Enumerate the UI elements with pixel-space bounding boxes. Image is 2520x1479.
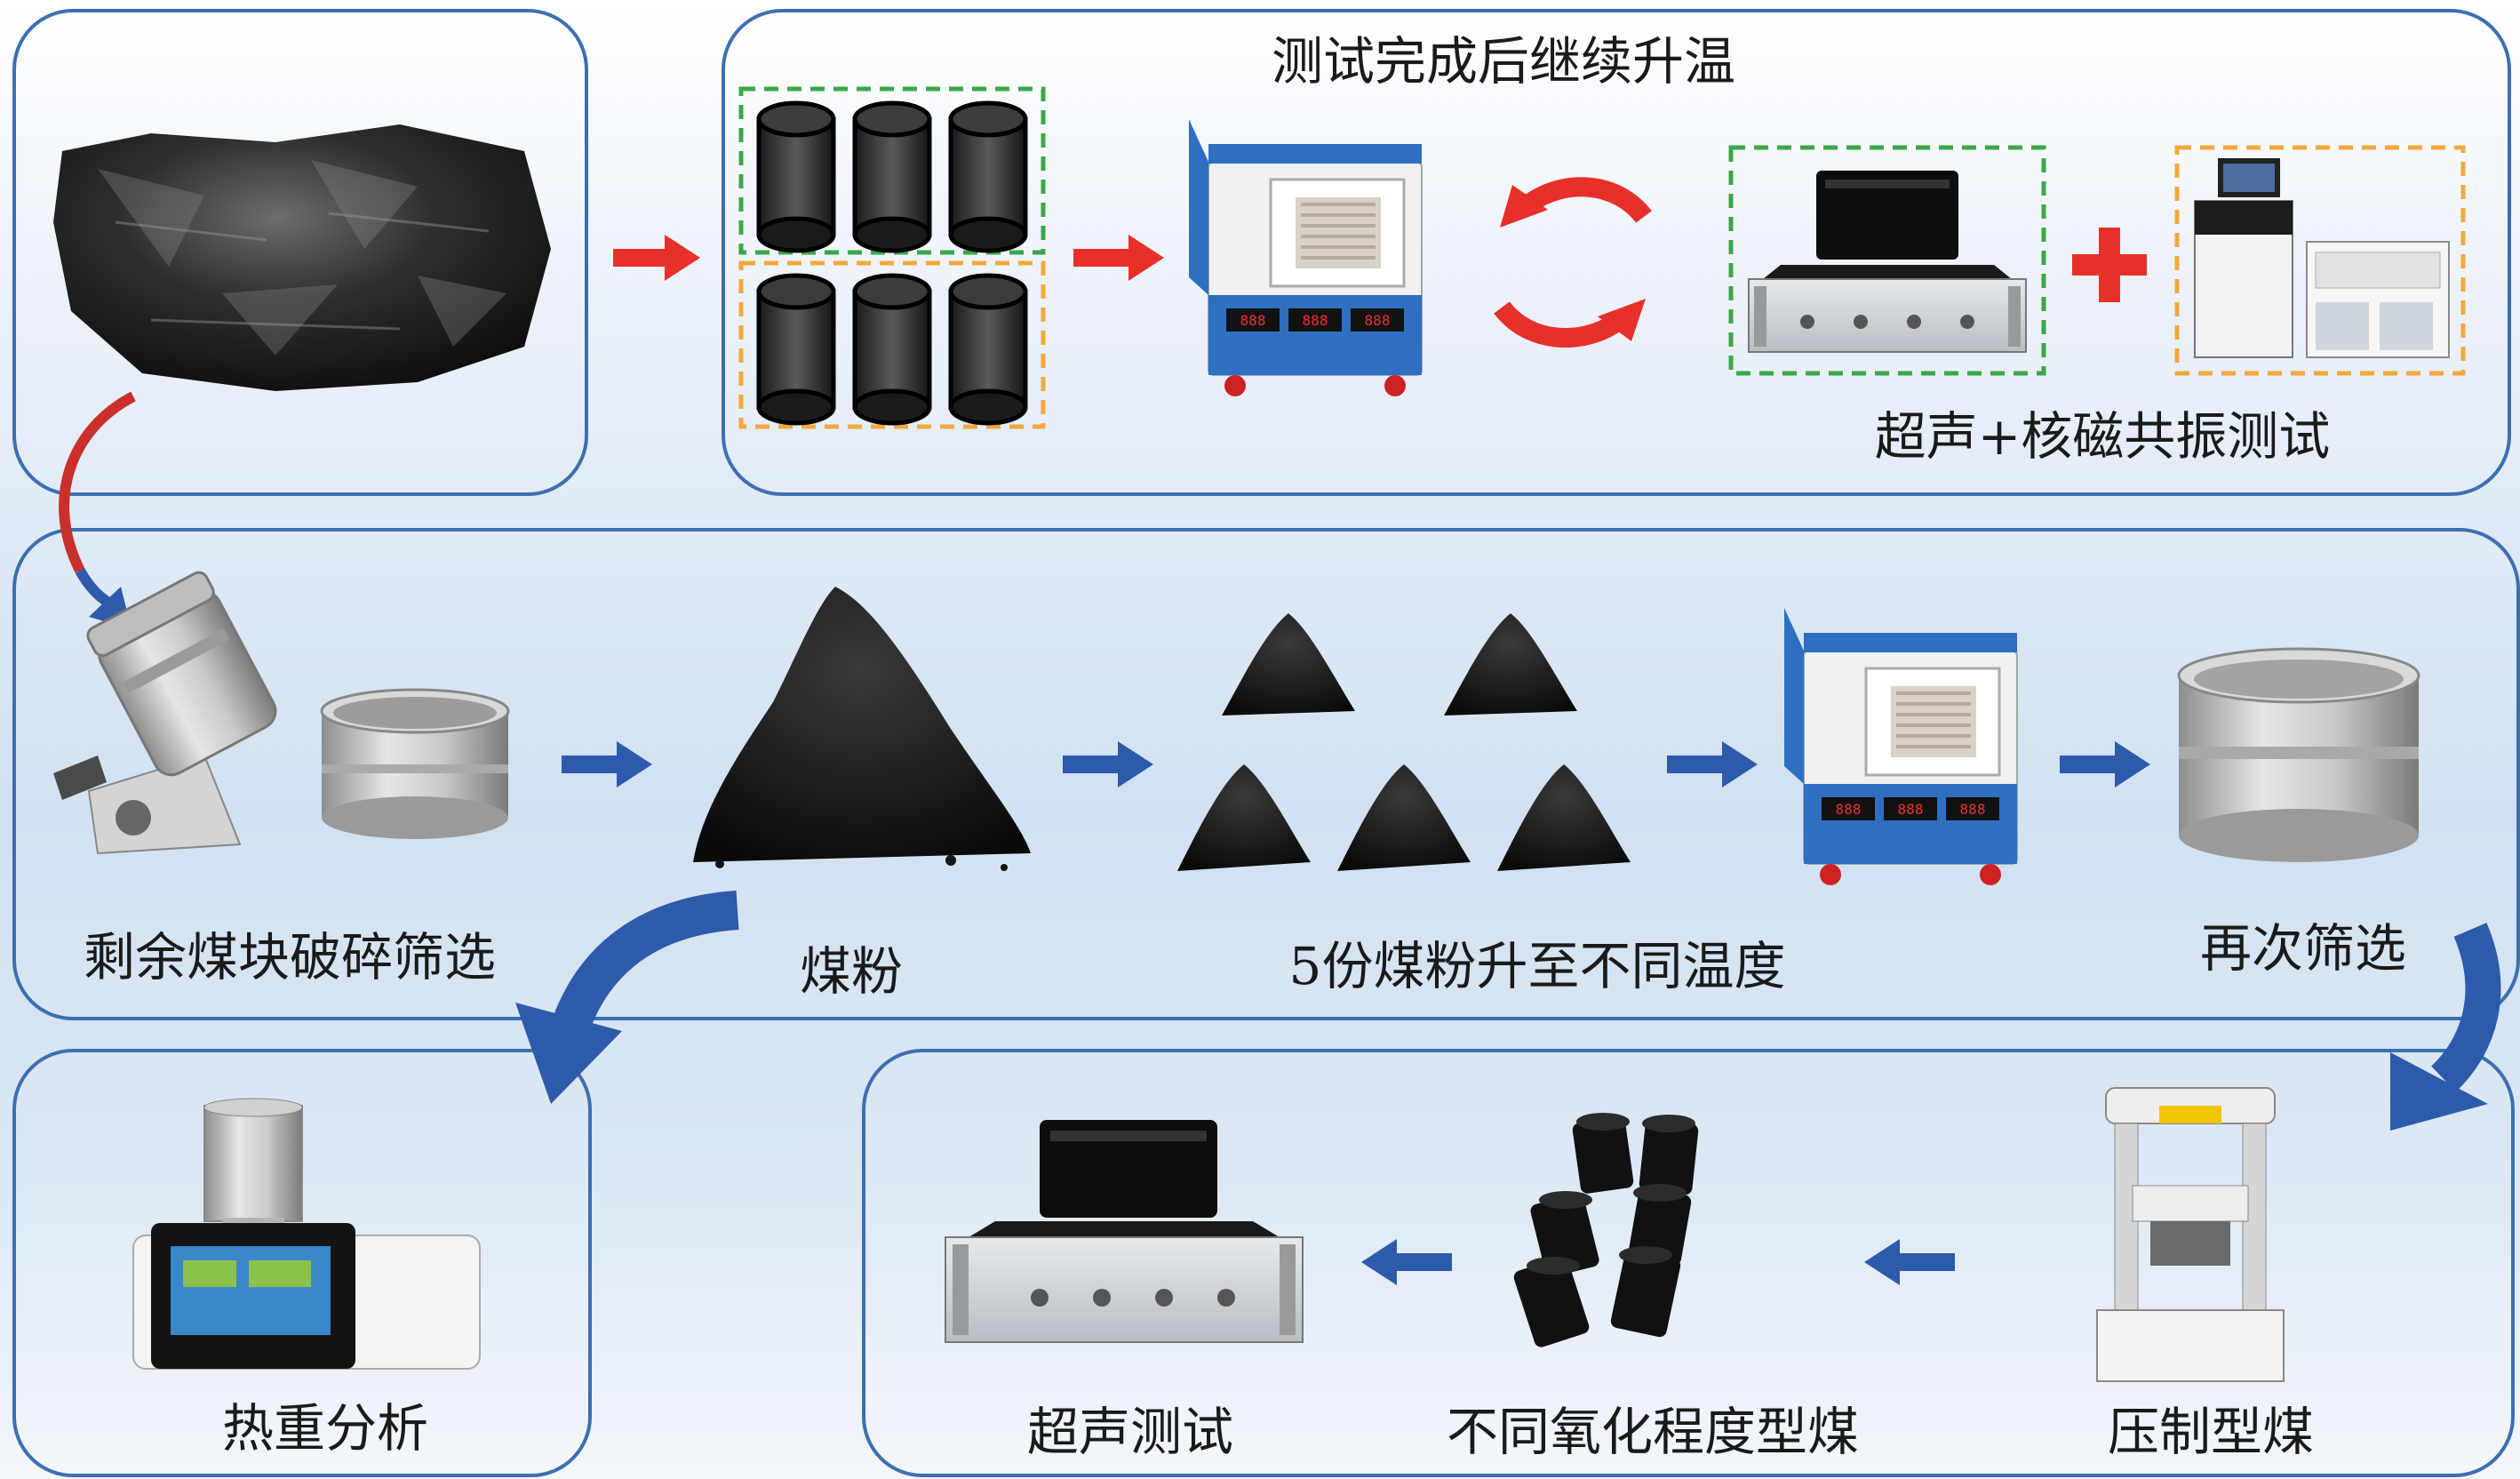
arrow-curved-down-left-icon	[515, 891, 739, 1104]
label-continue-heating: 测试完成后继续升温	[1271, 31, 1736, 92]
arrow-left-blue-icon	[1361, 1239, 1452, 1285]
ultrasonic-tester-icon	[1728, 145, 2046, 376]
label-crush-and-sieve: 剩余煤块破碎筛选	[83, 927, 497, 987]
arrow-left-blue-icon	[1864, 1239, 1955, 1285]
crusher-icon	[53, 571, 277, 855]
sieve-icon	[320, 688, 510, 839]
coal-powder-pile-icon	[693, 587, 1031, 871]
svg-text:888: 888	[1365, 312, 1391, 329]
label-sieve-again: 再次筛选	[2199, 918, 2407, 979]
arrow-right-red-icon	[1073, 235, 1164, 281]
plus-icon	[2072, 228, 2147, 302]
arrow-curved-down-right-icon	[2390, 923, 2501, 1131]
ultrasonic-tester-icon	[945, 1120, 1304, 1343]
svg-text:888: 888	[1240, 312, 1266, 329]
label-oxidized-briquettes: 不同氧化程度型煤	[1446, 1402, 1860, 1462]
five-powder-samples-icon	[1177, 613, 1631, 871]
muffle-furnace-icon: 888 888 888	[1189, 119, 1423, 396]
label-coal-powder: 煤粉	[799, 941, 904, 1002]
label-ultrasonic-test: 超声测试	[1026, 1402, 1234, 1462]
svg-text:888: 888	[1960, 801, 1986, 818]
arrow-right-blue-icon	[562, 741, 652, 787]
arrow-right-blue-icon	[1063, 741, 1153, 787]
label-heat-five-samples: 5份煤粉升至不同温度	[1288, 936, 1786, 996]
press-machine-icon	[2096, 1087, 2285, 1382]
arrow-right-blue-icon	[2060, 741, 2150, 787]
coal-briquettes-icon	[1513, 1113, 1699, 1347]
svg-text:888: 888	[1303, 312, 1328, 329]
svg-text:888: 888	[1836, 801, 1862, 818]
muffle-furnace-icon: 888 888 888	[1784, 608, 2018, 885]
svg-text:888: 888	[1898, 801, 1924, 818]
sieve-icon	[2177, 647, 2420, 862]
coal-lump-icon	[53, 124, 551, 391]
label-press-briquette: 压制型煤	[2107, 1402, 2315, 1462]
coal-core-samples	[738, 86, 1046, 429]
label-ultrasonic-nmr-test: 超声+核磁共振测试	[1874, 406, 2331, 467]
arrow-right-blue-icon	[1667, 741, 1758, 787]
thermogravimetric-analyzer-icon	[132, 1098, 481, 1370]
cycle-arrows-icon	[1494, 177, 1652, 348]
nmr-analyzer-icon	[2174, 145, 2466, 376]
arrow-right-red-icon	[613, 235, 700, 281]
label-thermogravimetric: 热重分析	[221, 1398, 429, 1459]
